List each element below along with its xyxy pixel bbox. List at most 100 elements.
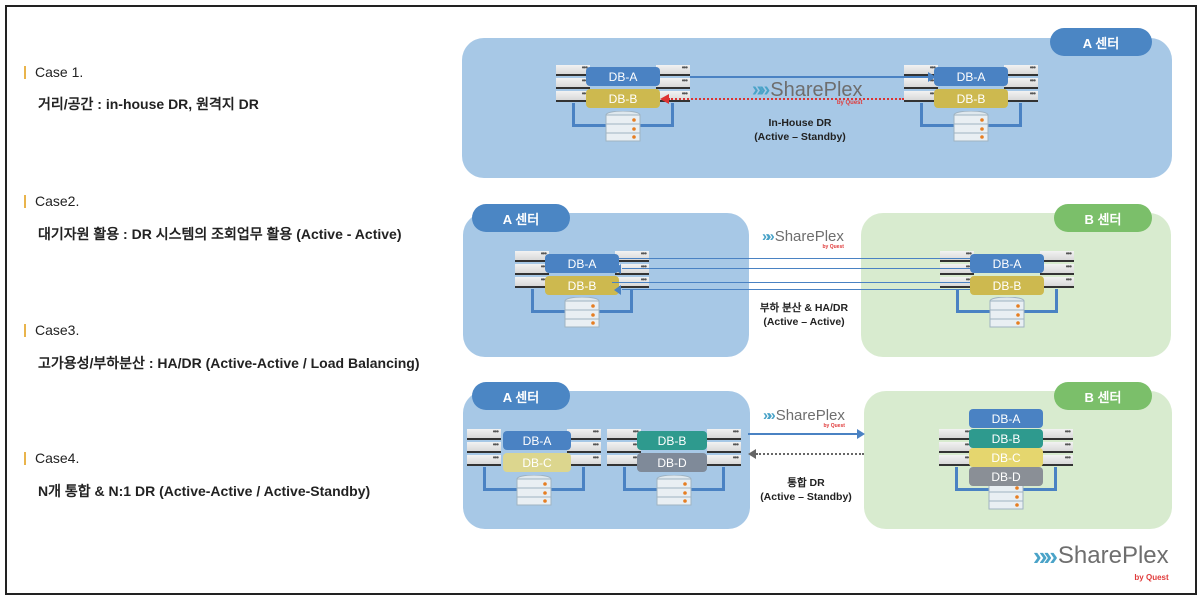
accent-bar	[24, 451, 26, 465]
rack	[939, 427, 973, 467]
shareplex-logo: »» SharePlex by Quest	[752, 78, 863, 107]
database-storage-icon	[953, 111, 989, 142]
rack	[1040, 249, 1074, 289]
replication-line-1	[612, 258, 970, 259]
shareplex-by: by Quest	[822, 244, 844, 250]
case2-desc: 대기자원 활용 : DR 시스템의 조회업무 활용 (Active - Acti…	[38, 226, 402, 242]
rack	[940, 249, 974, 289]
diagram1-server-right: DB-A DB-B	[904, 63, 1038, 145]
replication-arrow-a	[690, 76, 930, 78]
database-storage-icon	[516, 475, 552, 506]
rack	[515, 249, 549, 289]
db-b-block: DB-B	[970, 276, 1044, 295]
diagram2-server-left: DB-A DB-B	[515, 249, 649, 331]
shareplex-name: SharePlex	[1057, 542, 1169, 569]
rack	[904, 63, 938, 103]
shareplex-chevron-icon: »»	[762, 227, 775, 245]
diagram3-center-b-pill: B 센터	[1054, 382, 1152, 410]
case3-title: Case3.	[24, 322, 79, 338]
diagram3-server-1: DB-A DB-C	[467, 427, 601, 509]
rack	[1004, 63, 1038, 103]
db-a-block: DB-A	[545, 254, 619, 273]
accent-bar	[24, 323, 26, 337]
db-d-block: DB-D	[969, 467, 1043, 486]
db-a-block: DB-A	[503, 431, 571, 450]
accent-bar	[24, 65, 26, 79]
case4-title-text: Case4.	[35, 450, 80, 466]
case3-title-text: Case3.	[35, 322, 80, 338]
arrowhead-left	[614, 285, 621, 295]
db-d-block: DB-D	[637, 453, 707, 472]
diagram1-server-left: DB-A DB-B	[556, 63, 690, 145]
shareplex-chevron-icon: »»	[763, 406, 776, 424]
case2-title: Case2.	[24, 193, 79, 209]
database-storage-icon	[656, 475, 692, 506]
replication-arrow	[748, 433, 858, 435]
shareplex-chevron-icon: »»	[1033, 540, 1058, 571]
database-storage-icon	[564, 297, 600, 328]
shareplex-logo-large: »» SharePlex by Quest	[1033, 540, 1169, 583]
diagram1-label-line1: In-House DR	[768, 117, 832, 129]
db-b-block: DB-B	[545, 276, 619, 295]
diagram2-center-a-pill: A 센터	[472, 204, 570, 232]
db-b-block: DB-B	[934, 89, 1008, 108]
case4-title: Case4.	[24, 450, 79, 466]
arrowhead-left	[614, 264, 621, 274]
db-c-block: DB-C	[969, 448, 1043, 467]
arrowhead-left	[748, 449, 756, 459]
rack	[567, 427, 601, 467]
diagram3-label: 통합 DR (Active – Standby)	[744, 476, 868, 504]
shareplex-chevron-icon: »»	[752, 78, 770, 101]
rack	[707, 427, 741, 467]
diagram3-label-line2: (Active – Standby)	[760, 491, 852, 503]
shareplex-logo: »» SharePlex by Quest	[763, 405, 845, 430]
standby-arrow	[756, 453, 864, 455]
shareplex-by: by Quest	[1134, 573, 1169, 582]
db-c-block: DB-C	[503, 453, 571, 472]
diagram3-center-a-pill: A 센터	[472, 382, 570, 410]
diagram3-server-2: DB-B DB-D	[607, 427, 741, 509]
diagram1-center-a-pill: A 센터	[1050, 28, 1152, 56]
replication-line-2	[622, 268, 970, 269]
diagram1-center-a	[462, 38, 1172, 178]
diagram3-label-line1: 통합 DR	[787, 477, 825, 489]
case2-title-text: Case2.	[35, 193, 80, 209]
rack	[1039, 427, 1073, 467]
diagram2-server-right: DB-A DB-B	[940, 249, 1074, 331]
db-a-block: DB-A	[969, 409, 1043, 428]
rack	[656, 63, 690, 103]
shareplex-logo: »» SharePlex by Quest	[762, 226, 844, 251]
case1-title-text: Case 1.	[35, 64, 84, 80]
case1-desc: 거리/공간 : in-house DR, 원격지 DR	[38, 96, 259, 112]
db-b-block: DB-B	[586, 89, 660, 108]
diagram2-label: 부하 분산 & HA/DR (Active – Active)	[742, 301, 866, 329]
diagram2-label-line2: (Active – Active)	[763, 316, 845, 328]
db-a-block: DB-A	[934, 67, 1008, 86]
diagram2-center-b-pill: B 센터	[1054, 204, 1152, 232]
db-b-block: DB-B	[637, 431, 707, 450]
diagram2-label-line1: 부하 분산 & HA/DR	[759, 302, 849, 314]
arrowhead-right	[928, 72, 936, 82]
diagram1-label: In-House DR (Active – Standby)	[735, 116, 865, 144]
case1-title: Case 1.	[24, 64, 83, 80]
database-storage-icon	[605, 111, 641, 142]
shareplex-by: by Quest	[823, 423, 845, 429]
replication-line-3	[612, 282, 970, 283]
diagram3-server-consolidated: DB-A DB-B DB-C DB-D	[939, 408, 1073, 518]
db-a-block: DB-A	[970, 254, 1044, 273]
accent-bar	[24, 194, 26, 208]
shareplex-name: SharePlex	[774, 227, 844, 245]
database-storage-icon	[989, 297, 1025, 328]
arrowhead-left	[660, 94, 669, 104]
case3-desc: 고가용성/부하분산 : HA/DR (Active-Active / Load …	[38, 355, 420, 371]
shareplex-name: SharePlex	[775, 406, 845, 424]
arrowhead-right	[857, 429, 865, 439]
rack	[607, 427, 641, 467]
rack	[467, 427, 501, 467]
case4-desc: N개 통합 & N:1 DR (Active-Active / Active-S…	[38, 483, 371, 499]
db-a-block: DB-A	[586, 67, 660, 86]
shareplex-by: by Quest	[836, 100, 863, 106]
db-b-block: DB-B	[969, 429, 1043, 448]
standby-arrow-b	[668, 98, 904, 100]
shareplex-name: SharePlex	[770, 78, 863, 101]
